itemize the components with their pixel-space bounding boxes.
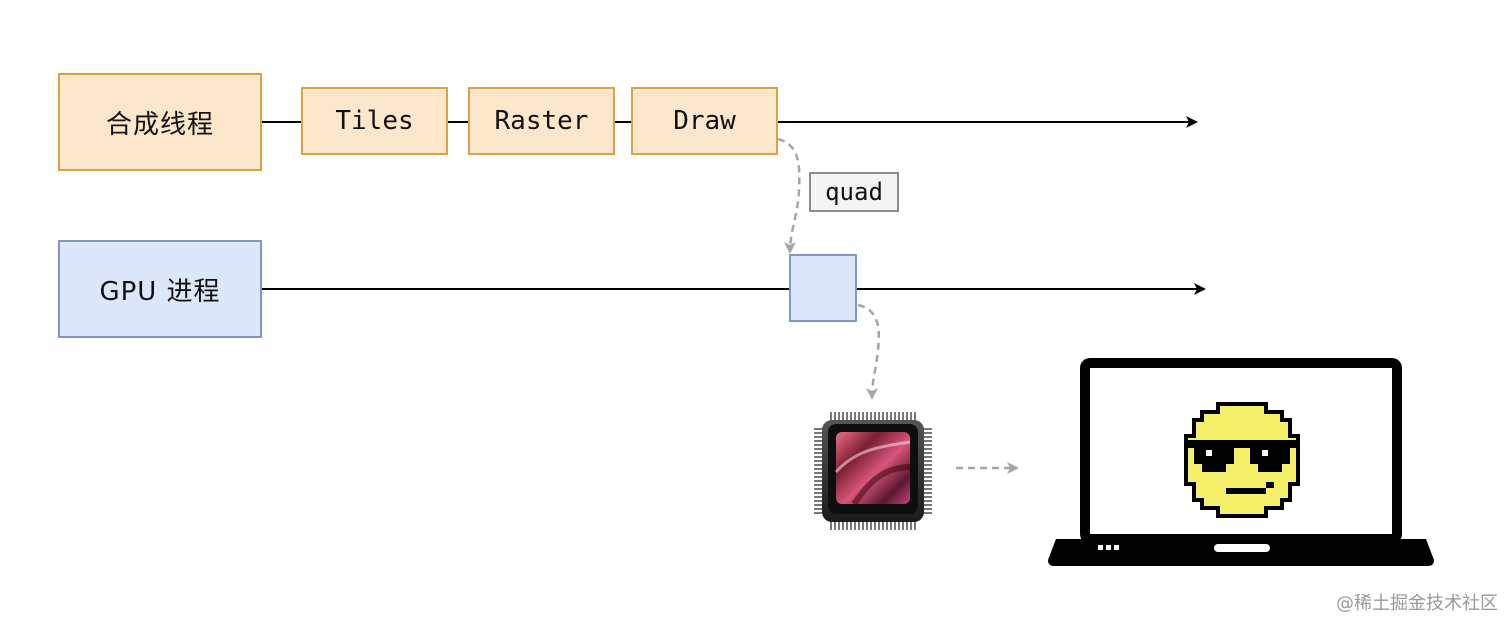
quad-dashed-arrow bbox=[777, 137, 801, 254]
raster-node: Raster bbox=[468, 87, 615, 155]
gpu-chip-icon bbox=[814, 412, 932, 530]
quad-edge-label: quad bbox=[809, 172, 899, 212]
frame-to-chip-dashed-arrow bbox=[857, 303, 881, 400]
cool-smiley-icon bbox=[1184, 402, 1300, 518]
gpu-process-node: GPU 进程 bbox=[58, 240, 262, 338]
draw-node: Draw bbox=[631, 87, 778, 155]
gpu-frame-block bbox=[789, 254, 857, 322]
watermark: @稀土掘金技术社区 bbox=[1336, 593, 1498, 614]
laptop-icon bbox=[1048, 358, 1434, 566]
tiles-node: Tiles bbox=[301, 87, 448, 155]
compositor-thread-node: 合成线程 bbox=[58, 73, 262, 171]
